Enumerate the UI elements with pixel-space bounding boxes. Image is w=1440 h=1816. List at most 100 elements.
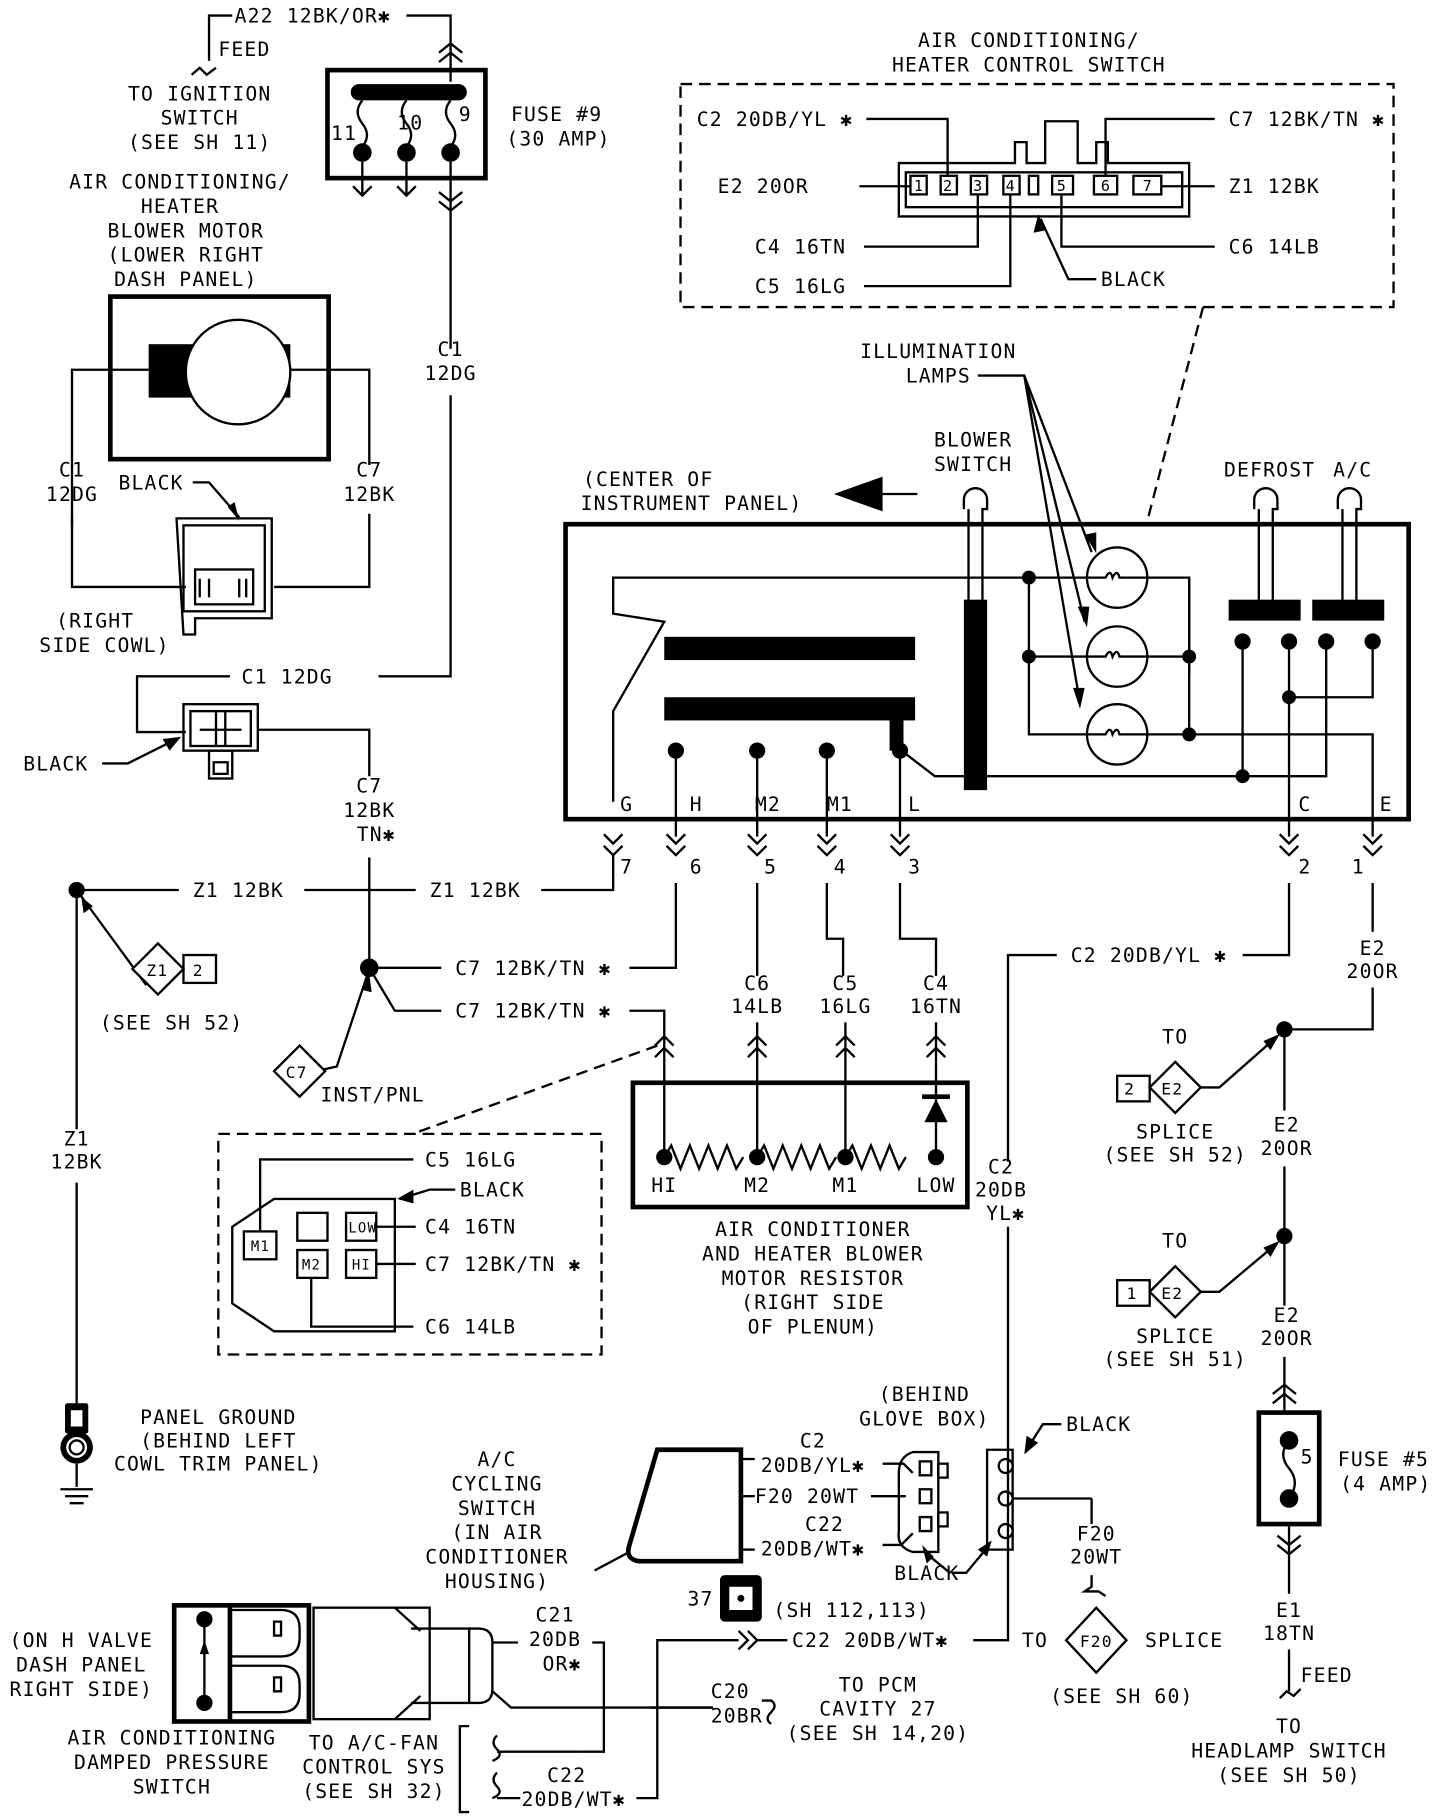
- c1-vertical-2: 12DG: [424, 362, 476, 385]
- c1-vertical-1: C1: [438, 338, 464, 361]
- pin-1: 1: [914, 177, 924, 195]
- blower-motor-icon: [184, 318, 292, 426]
- e2-low-2: 20OR: [1261, 1327, 1313, 1350]
- rc-pin-m2: M2: [302, 1258, 321, 1274]
- c7-down-3: TN✱: [357, 823, 396, 846]
- pressure-location-1: (ON H VALVE: [10, 1629, 153, 1652]
- c1-horizontal: C1 12DG: [242, 665, 333, 688]
- pressure-switch-plug: [312, 1606, 431, 1721]
- cavity-2: 2: [1298, 856, 1311, 879]
- inst-pnl-label: INST/PNL: [321, 1083, 425, 1106]
- tap-m1: M1: [832, 1174, 858, 1197]
- pin-3: 3: [973, 177, 983, 195]
- terminal-h: H: [690, 793, 703, 816]
- feed-label: FEED: [218, 38, 270, 61]
- panel-ground-label-1: PANEL GROUND: [140, 1406, 297, 1429]
- blower-right-wire-1: C7: [356, 459, 382, 482]
- illumination-label-2: LAMPS: [906, 365, 971, 388]
- control-switch-connector: [897, 120, 1191, 218]
- fuse5-num: 5: [1301, 1446, 1314, 1469]
- splice1-id: E2: [1161, 1079, 1183, 1098]
- terminal-m1: M1: [827, 793, 853, 816]
- blower-left-wire-2: 12DG: [46, 483, 98, 506]
- fuse9-label-1: FUSE #9: [511, 103, 602, 126]
- instrument-panel-section: ILLUMINATION LAMPS BLOWER SWITCH (CENTER…: [563, 340, 1411, 879]
- defrost-knob-icon: [1253, 487, 1279, 603]
- c22-bottom-1: C22: [547, 1764, 586, 1787]
- pressure-location-3: RIGHT SIDE): [10, 1678, 153, 1701]
- terminal-c: C: [1298, 793, 1311, 816]
- f20-wire-1: F20: [1077, 1522, 1116, 1545]
- cycling-switch-section: (BEHIND GLOVE BOX) BLACK A/C CYCLING SWI…: [425, 1383, 1222, 1800]
- f20-wire-2: 20WT: [1070, 1546, 1122, 1569]
- e2-splice-1-diamond: [1148, 1060, 1203, 1115]
- blower-motor-label-2: HEATER: [141, 195, 219, 218]
- c7-wire-b: C7 12BK/TN ✱: [455, 1000, 612, 1023]
- cavity-1: 1: [1352, 856, 1365, 879]
- splice2-label-1: SPLICE: [1136, 1325, 1214, 1348]
- headlamp-1: TO: [1276, 1715, 1302, 1738]
- resistor-wire-c4-1: C4: [923, 972, 949, 995]
- feed-break-icon-2: [1278, 1688, 1302, 1700]
- resistor-label-4: (RIGHT SIDE: [741, 1291, 884, 1314]
- rc-wire-c4: C4 16TN: [425, 1216, 516, 1239]
- blower-motor-label-3: BLOWER MOTOR: [108, 219, 265, 242]
- f20-splice-id: F20: [1080, 1632, 1113, 1651]
- cavity-connectors: 7 6 5 4 3 2 1: [603, 833, 1383, 879]
- contact-bar-lower: [664, 697, 916, 721]
- c21-1: C21: [536, 1604, 575, 1627]
- ground-section: Z1 12BK Z1 12BK Z1 2 (SEE SH 52) Z1 12BK…: [51, 855, 678, 1505]
- cowl-connector: [175, 517, 273, 636]
- terminal-l: L: [908, 793, 921, 816]
- cycling-switch-label-2: CYCLING: [451, 1472, 542, 1495]
- pcm-break-icon: [761, 1699, 776, 1725]
- c7-wire-a: C7 12BK/TN ✱: [455, 957, 612, 980]
- c2-vertical-2: 20DB: [975, 1179, 1027, 1202]
- resistor-label-3: MOTOR RESISTOR: [722, 1267, 905, 1290]
- c2-vertical-3: YL✱: [986, 1202, 1025, 1225]
- panel-ground-icon: [60, 1403, 93, 1505]
- pin-6: 6: [1101, 177, 1111, 195]
- blower-motor-section: AIR CONDITIONING/ HEATER BLOWER MOTOR (L…: [23, 171, 476, 847]
- cycling-wire-c22-1: C22: [805, 1513, 844, 1536]
- fan-3: (SEE SH 32): [302, 1780, 445, 1803]
- control-switch-section: AIR CONDITIONING/ HEATER CONTROL SWITCH …: [679, 29, 1395, 522]
- c20-2: 20BR: [711, 1705, 763, 1728]
- fuse9-terminal-9: 9: [459, 103, 472, 126]
- tap-m2: M2: [744, 1174, 770, 1197]
- cavity-3: 3: [908, 856, 921, 879]
- ignition-label-2: SWITCH: [161, 107, 239, 130]
- terminal-e: E: [1380, 793, 1393, 816]
- blower-left-wire-1: C1: [59, 459, 85, 482]
- cavity-5: 5: [764, 856, 777, 879]
- pcm-2: CAVITY 27: [819, 1698, 936, 1721]
- c21-2: 20DB: [529, 1628, 581, 1651]
- splice2-id: E2: [1161, 1284, 1183, 1303]
- blower-right-wire-2: 12BK: [343, 483, 395, 506]
- blower-knob-icon: [962, 487, 989, 603]
- ac-knob-icon: [1336, 487, 1363, 603]
- fan-bracket: [458, 1724, 470, 1814]
- e2-mid-1: E2: [1274, 1114, 1300, 1137]
- fan-2: CONTROL SYS: [302, 1756, 445, 1779]
- rc-wire-black: BLACK: [460, 1179, 525, 1202]
- rc-wire-c5: C5 16LG: [425, 1148, 516, 1171]
- illumination-label-1: ILLUMINATION: [860, 340, 1017, 363]
- pcm-num: 37: [687, 1587, 713, 1610]
- splice1-label-2: (SEE SH 52): [1103, 1144, 1246, 1167]
- pcm-3: (SEE SH 14,20): [787, 1722, 970, 1745]
- cycling-connector-color: BLACK: [1066, 1413, 1131, 1436]
- blower-motor-label-5: DASH PANEL): [114, 268, 257, 291]
- resistor-wire-c6-2: 14LB: [731, 995, 783, 1018]
- ignition-label-3: (SEE SH 11): [128, 131, 271, 154]
- terminal-g: G: [620, 793, 633, 816]
- right-column-section: C2 20DB/YL ✱ C2 20DB YL✱ E2 20OR E2 2 TO…: [975, 883, 1431, 1787]
- c7-down-1: C7: [356, 774, 382, 797]
- e2-top-2: 20OR: [1347, 960, 1399, 983]
- resistor-connector-detail-box: [217, 1132, 603, 1356]
- defrost-label: DEFROST: [1224, 459, 1315, 482]
- cs-wire-c6: C6 14LB: [1229, 236, 1320, 259]
- fuse5-label-2: (4 AMP): [1340, 1472, 1431, 1495]
- blower-switch-label-2: SWITCH: [934, 453, 1012, 476]
